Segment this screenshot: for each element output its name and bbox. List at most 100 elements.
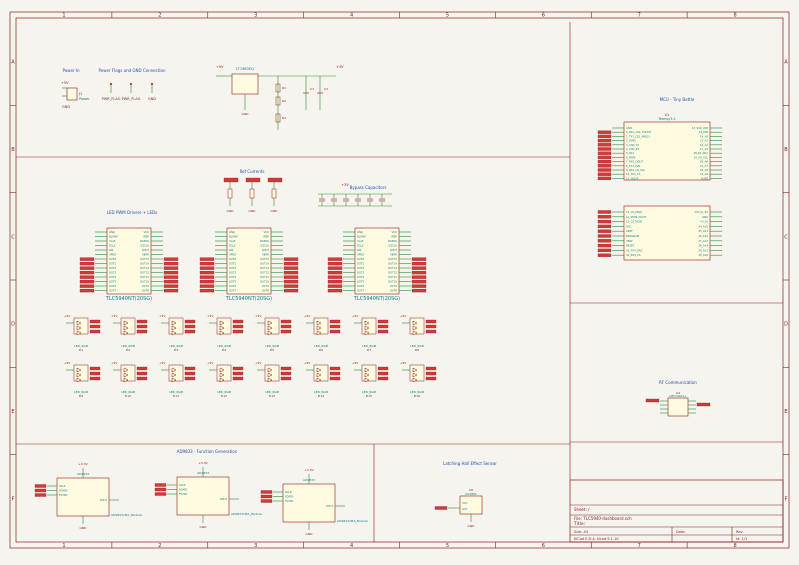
mcu-pin-right2: 25_A11	[698, 229, 708, 233]
driver-net-left	[199, 266, 215, 270]
mcu-net-label-left2	[597, 229, 612, 233]
mcu-pin-right: 13_SCK_LED	[692, 126, 708, 130]
led-value: LED_RGB	[121, 344, 135, 348]
led-net-label	[329, 371, 341, 376]
driver-pin-right: OUT14	[260, 262, 269, 266]
mcu-box-top	[623, 121, 711, 181]
title-block-size: Size: A3	[574, 530, 588, 534]
title-block-kicad: KiCad E.D.A. kicad 5.1.10	[574, 537, 618, 541]
driver-net-right	[163, 284, 179, 288]
led-diode-symbol	[76, 372, 82, 378]
zone-col-label-top: 5	[446, 13, 449, 19]
driver-net-left	[199, 257, 215, 261]
mcu-pin-left2: 34_RX4_CS	[626, 253, 641, 257]
led-ref: D10	[125, 394, 131, 398]
driver-net-left	[199, 261, 215, 266]
mcu-pin-left: 3_CAN_TX	[626, 143, 639, 147]
zone-col-label-top: 1	[62, 13, 65, 19]
led-supply: +5V	[304, 314, 311, 318]
led-supply: +5V	[111, 314, 118, 318]
led-diode-symbol	[171, 325, 177, 331]
mcu-pin-right2: GND	[702, 215, 708, 219]
driver-pin-left: OUT3	[357, 271, 365, 275]
driver-pin-right: OUT15	[388, 257, 397, 261]
driver-pin-left: OUT4	[357, 275, 365, 279]
regulator-vin: +5V	[216, 65, 224, 69]
section-title-led-drivers: LED PWM Drivers + LEDs	[107, 210, 157, 215]
c1-ref: C1	[310, 87, 314, 91]
led-net-label	[425, 366, 437, 371]
led-net-label	[280, 329, 292, 334]
mcu-pin-right: VUSB	[701, 176, 708, 180]
driver-pin-left: OUT7	[109, 289, 117, 293]
zone-col-label-bottom: 2	[158, 543, 161, 549]
driver-net-left	[327, 261, 343, 266]
driver-pin-right: OUT10	[388, 280, 397, 284]
mcu-net-label-left2	[597, 215, 612, 219]
driver-net-left	[79, 270, 95, 275]
led-net-label	[425, 329, 437, 334]
driver-net-right	[283, 288, 299, 293]
led-net-label	[184, 366, 196, 371]
driver-net-right	[163, 261, 179, 266]
mcu-pin-right: 16_A2	[700, 143, 708, 147]
led-diode-symbol	[267, 330, 273, 336]
driver-box	[226, 227, 272, 295]
driver-pin-right: OUT13	[260, 266, 269, 270]
ad9833-net	[154, 492, 167, 496]
led-net-label	[136, 376, 148, 381]
driver-net-right	[283, 270, 299, 275]
zone-row-label-right: D	[784, 322, 788, 328]
mcu-pin-left2: AREF	[626, 229, 633, 233]
mcu-pin-left: 10_TX2_CS	[626, 172, 641, 176]
driver-net-left	[327, 279, 343, 284]
driver-pin-left: BLANK	[229, 235, 238, 239]
led-net-label	[136, 324, 148, 329]
r1-ref: R1	[282, 86, 286, 90]
led-net-label	[89, 366, 101, 371]
driver-net-left	[327, 288, 343, 293]
led-diode-symbol	[316, 325, 322, 331]
driver-net-left	[79, 266, 95, 270]
led-diode-symbol	[123, 372, 129, 378]
driver-pin-left: OUT1	[109, 262, 117, 266]
driver-net-left	[79, 257, 95, 261]
led-net-label	[377, 371, 389, 376]
ad9833-net	[154, 483, 167, 487]
ad9833-vout-pin: VOUT	[220, 497, 228, 501]
driver-pin-right: SOUT	[390, 248, 398, 252]
mcu-pin-right: 20_A6	[700, 160, 708, 164]
iref-gnd: GND	[271, 209, 279, 213]
led-supply: +5V	[400, 361, 407, 365]
driver-net-right	[163, 279, 179, 284]
led-diode-symbol	[267, 325, 273, 331]
driver-pin-right: OUT12	[260, 271, 269, 275]
driver-pin-left: BLANK	[109, 235, 118, 239]
led-diode-symbol	[316, 330, 322, 336]
title-block	[569, 479, 784, 543]
zone-col-label-bottom: 1	[62, 543, 65, 549]
zone-col-label-top: 8	[733, 13, 736, 19]
led-diode-symbol	[412, 377, 418, 383]
ad9833-pin: SDATA	[59, 489, 68, 493]
driver-net-left	[327, 257, 343, 261]
led-diode-symbol	[76, 377, 82, 383]
driver-pin-left: OUT0	[357, 257, 365, 261]
led-supply: +5V	[64, 314, 71, 318]
mcu-net-label-left	[597, 168, 612, 172]
driver-pin-right: XERR	[142, 253, 149, 257]
driver-net-right	[283, 279, 299, 284]
led-ref: D16	[414, 394, 420, 398]
led-diode-symbol	[76, 320, 82, 326]
driver-pin-left: SIN	[357, 248, 361, 252]
driver-pin-left: OUT3	[229, 271, 237, 275]
zone-row-label-right: F	[785, 496, 788, 502]
led-value: LED_RGB	[410, 390, 424, 394]
mcu-pin-right: 18_A4_SDA	[693, 151, 708, 155]
mcu-net-label-left	[597, 147, 612, 151]
mcu-pin-right2: 29_A15	[698, 248, 708, 252]
driver-pin-left: XLAT	[229, 239, 236, 243]
title-block-rev: Rev:	[736, 530, 744, 534]
mcu-net-label-left	[597, 138, 612, 143]
power-in-vin: +5V	[61, 81, 69, 85]
